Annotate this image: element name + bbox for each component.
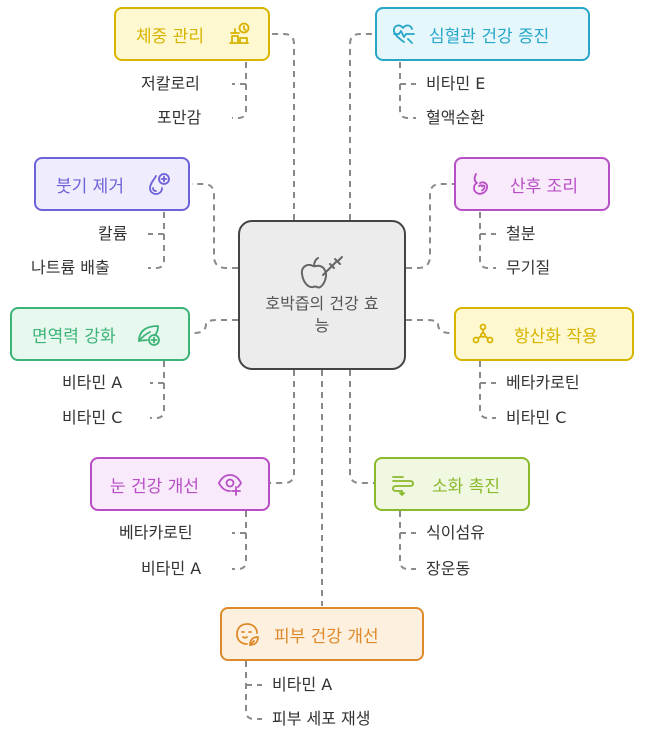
topic-cardiovascular-health[interactable]: 심혈관 건강 증진 [375, 7, 590, 61]
topic-postpartum-care[interactable]: 산후 조리 [454, 157, 610, 211]
subitem: 비타민 C [62, 408, 123, 427]
subitem: 저칼로리 [141, 74, 200, 93]
eye-plus-icon [217, 471, 243, 497]
topic-label: 산후 조리 [510, 176, 578, 197]
subitem: 비타민 A [62, 373, 123, 392]
topic-immunity-boost[interactable]: 면역력 강화 [10, 307, 190, 361]
subitem: 피부 세포 재생 [272, 709, 371, 728]
subitem: 베타카로틴 [119, 523, 193, 542]
topic-label: 심혈관 건강 증진 [429, 26, 550, 47]
topic-label: 소화 촉진 [432, 476, 500, 497]
topic-label: 붓기 제거 [56, 176, 124, 197]
topic-label: 면역력 강화 [32, 326, 116, 347]
subitem: 칼륨 [98, 224, 128, 243]
digestion-icon [390, 471, 416, 497]
subitem: 포만감 [157, 108, 202, 127]
subitem: 무기질 [506, 258, 551, 277]
subitem: 베타카로틴 [506, 373, 580, 392]
subitem: 비타민 E [426, 74, 486, 93]
subitem: 비타민 A [272, 675, 333, 694]
leaf-plus-icon [136, 321, 162, 347]
molecule-icon [470, 321, 496, 347]
subitem: 혈액순환 [426, 108, 485, 127]
pregnant-icon [468, 171, 494, 197]
subitem: 장운동 [426, 559, 471, 578]
central-topic-title: 호박즙의 건강 효능 [265, 294, 379, 335]
subitem: 비타민 A [141, 559, 202, 578]
topic-label: 체중 관리 [136, 26, 204, 47]
topic-label: 피부 건강 개선 [274, 626, 379, 647]
subitem: 나트륨 배출 [31, 258, 110, 277]
apple-syringe-icon [300, 256, 343, 289]
subitem: 비타민 C [506, 408, 567, 427]
topic-eye-health[interactable]: 눈 건강 개선 [90, 457, 270, 511]
topic-label: 눈 건강 개선 [110, 476, 200, 497]
subitem: 철분 [506, 224, 536, 243]
topic-antioxidant-action[interactable]: 항산화 작용 [454, 307, 634, 361]
subitem: 식이섬유 [426, 523, 485, 542]
topic-skin-health[interactable]: 피부 건강 개선 [220, 607, 424, 661]
topic-swelling-removal[interactable]: 붓기 제거 [34, 157, 190, 211]
topic-label: 항산화 작용 [514, 326, 598, 347]
face-leaf-icon [234, 621, 260, 647]
topic-digestion-aid[interactable]: 소화 촉진 [374, 457, 530, 511]
topic-weight-management[interactable]: 체중 관리 [114, 7, 270, 61]
water-drop-plus-icon [146, 171, 172, 197]
heart-pulse-icon [391, 21, 417, 47]
central-topic: 호박즙의 건강 효능 [238, 220, 406, 370]
scale-icon [226, 21, 252, 47]
